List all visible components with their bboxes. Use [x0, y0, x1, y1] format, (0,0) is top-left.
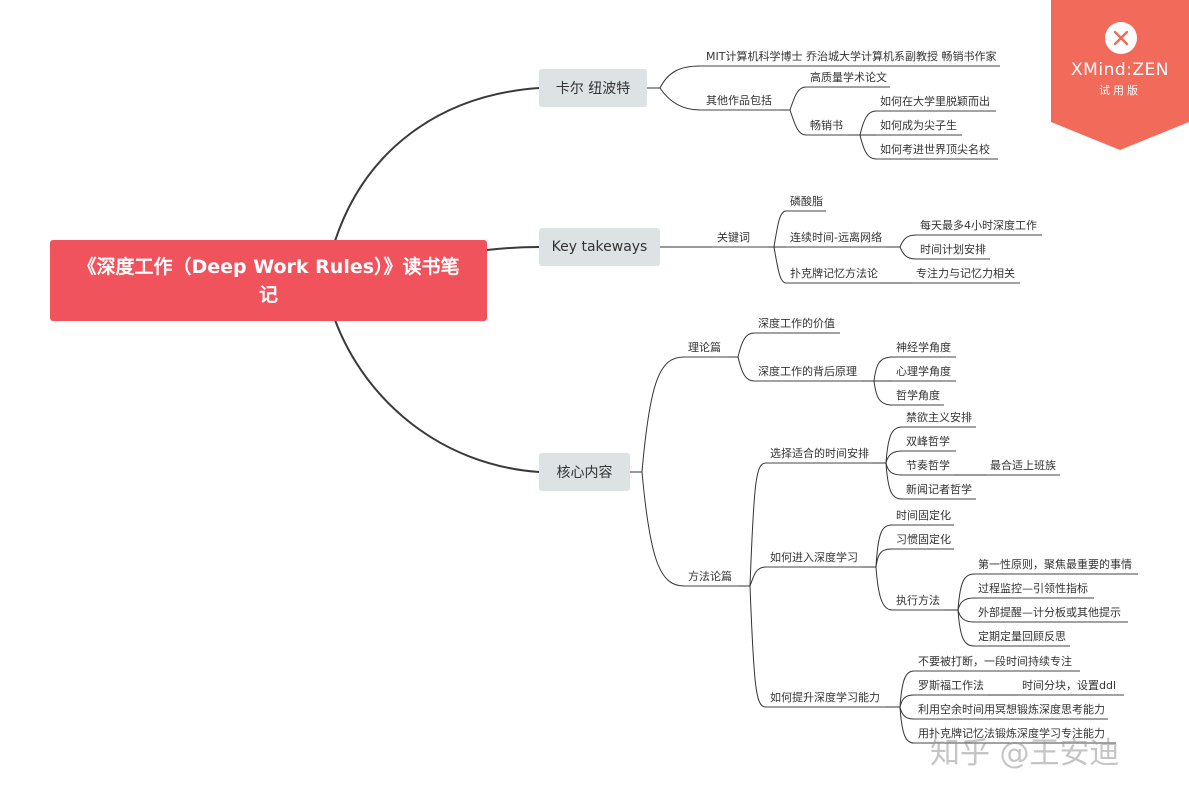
improve-tip[interactable]: 利用空余时间用冥想锻炼深度思考能力 — [918, 703, 1105, 716]
improve-tip[interactable]: 不要被打断，一段时间持续专注 — [918, 655, 1072, 668]
xmind-logo-icon — [1105, 22, 1137, 54]
improve-tip[interactable]: 罗斯福工作法 — [918, 679, 984, 692]
schedule-option[interactable]: 节奏哲学 — [906, 459, 950, 472]
topic-author-label: 卡尔 纽波特 — [555, 81, 631, 97]
root-topic-title: 《深度工作（Deep Work Rules）》读书笔记 — [77, 255, 460, 306]
execution-step[interactable]: 外部提醒—计分板或其他提示 — [978, 606, 1121, 619]
author-other-works[interactable]: 其他作品包括 — [706, 94, 772, 107]
execution-step[interactable]: 第一性原则，聚焦最重要的事情 — [978, 558, 1132, 571]
schedule-option[interactable]: 禁欲主义安排 — [906, 411, 972, 424]
improve-tip[interactable]: 用扑克牌记忆法锻炼深度学习专注能力 — [918, 727, 1105, 740]
book-item[interactable]: 如何在大学里脱颖而出 — [880, 95, 990, 108]
badge-trial-label: 试用版 — [1099, 84, 1141, 97]
enter-fixed-item[interactable]: 习惯固定化 — [896, 533, 951, 546]
method-improve[interactable]: 如何提升深度学习能力 — [770, 691, 880, 704]
core-theory[interactable]: 理论篇 — [688, 341, 721, 354]
enter-execution[interactable]: 执行方法 — [896, 594, 940, 607]
takeaways-keywords[interactable]: 关键词 — [717, 231, 750, 244]
author-bestsellers[interactable]: 畅销书 — [810, 119, 843, 132]
badge-brand: XMind:ZEN — [1071, 60, 1169, 80]
keyword-continuous-time[interactable]: 连续时间-远离网络 — [790, 231, 882, 244]
schedule-option[interactable]: 双峰哲学 — [906, 435, 950, 448]
topic-key-takeaways[interactable]: Key takeways — [539, 228, 660, 266]
poker-sub-item[interactable]: 专注力与记忆力相关 — [916, 267, 1015, 280]
theory-value[interactable]: 深度工作的价值 — [758, 317, 835, 330]
execution-step[interactable]: 过程监控—引领性指标 — [978, 582, 1088, 595]
topic-core-content-label: 核心内容 — [556, 465, 613, 481]
badge-ribbon-shape — [1051, 0, 1189, 150]
enter-fixed-item[interactable]: 时间固定化 — [896, 509, 951, 522]
roosevelt-note[interactable]: 时间分块，设置ddl — [1022, 679, 1117, 692]
schedule-option[interactable]: 新闻记者哲学 — [906, 483, 972, 496]
keyword-lecithin[interactable]: 磷酸脂 — [790, 195, 823, 208]
continuous-sub-item[interactable]: 每天最多4小时深度工作 — [920, 219, 1037, 232]
theory-angle[interactable]: 神经学角度 — [896, 341, 951, 354]
continuous-sub-item[interactable]: 时间计划安排 — [920, 243, 986, 256]
xmind-trial-badge: XMind:ZEN 试用版 — [1051, 0, 1189, 150]
zhihu-watermark: 知乎 @王安迪 — [930, 736, 1120, 771]
keyword-poker-memory[interactable]: 扑克牌记忆方法论 — [790, 267, 878, 280]
topic-key-takeaways-label: Key takeways — [551, 239, 648, 255]
core-method[interactable]: 方法论篇 — [688, 570, 732, 583]
book-item[interactable]: 如何成为尖子生 — [880, 119, 957, 132]
theory-angle[interactable]: 心理学角度 — [896, 365, 951, 378]
author-credentials[interactable]: MIT计算机科学博士 乔治城大学计算机系副教授 畅销书作家 — [706, 50, 997, 63]
author-papers[interactable]: 高质量学术论文 — [810, 71, 887, 84]
topic-author[interactable]: 卡尔 纽波特 — [539, 69, 647, 107]
topic-core-content[interactable]: 核心内容 — [539, 453, 630, 491]
theory-angle[interactable]: 哲学角度 — [896, 389, 940, 402]
theory-principles[interactable]: 深度工作的背后原理 — [758, 365, 857, 378]
book-item[interactable]: 如何考进世界顶尖名校 — [880, 143, 990, 156]
method-enter[interactable]: 如何进入深度学习 — [770, 551, 858, 564]
method-schedule[interactable]: 选择适合的时间安排 — [770, 447, 869, 460]
execution-step[interactable]: 定期定量回顾反思 — [978, 630, 1066, 643]
rhythm-note[interactable]: 最合适上班族 — [990, 459, 1056, 472]
root-topic[interactable]: 《深度工作（Deep Work Rules）》读书笔记 — [50, 240, 487, 321]
